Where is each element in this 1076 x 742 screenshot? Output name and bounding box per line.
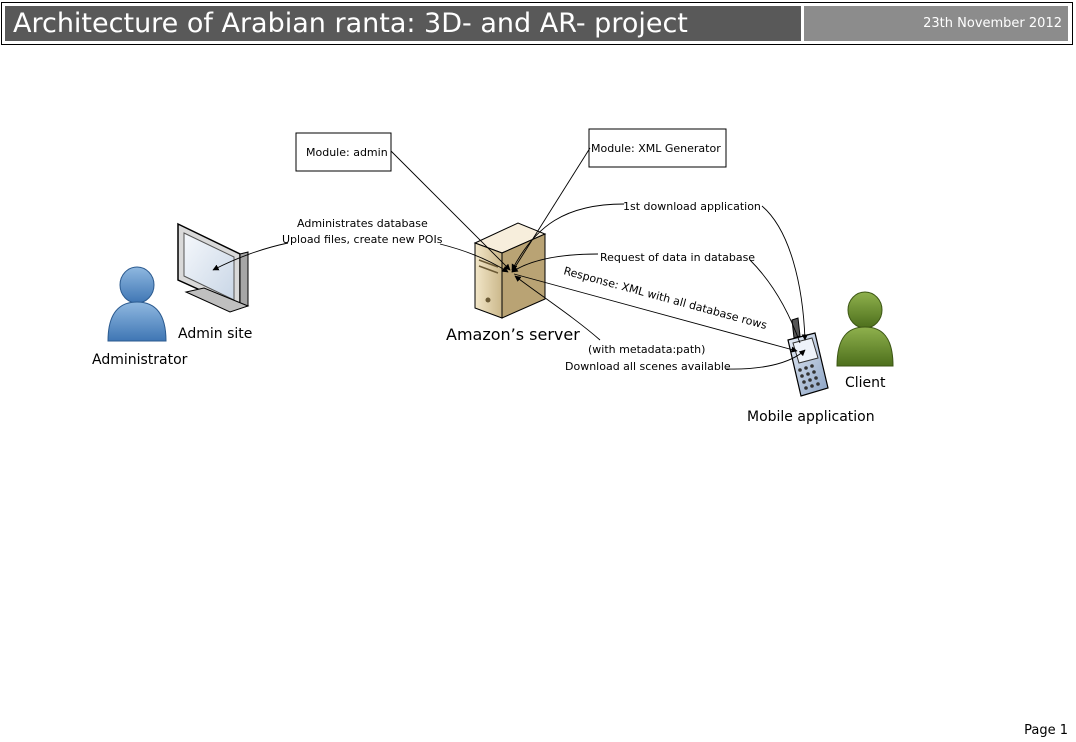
download-scenes-label-line2: Download all scenes available	[565, 360, 731, 373]
title-bar: Architecture of Arabian ranta: 3D- and A…	[5, 6, 801, 41]
date-label: 23th November 2012	[923, 16, 1062, 31]
module-xml-generator-box: Module: XML Generator	[588, 128, 727, 168]
connector-module-admin	[390, 150, 511, 271]
administrates-label-line1: Administrates database	[297, 217, 428, 230]
connector-download-scenes-server	[514, 275, 601, 341]
module-admin-box: Module: admin	[295, 132, 392, 172]
response-xml-label: Response: XML with all database rows	[562, 264, 768, 332]
first-download-label: 1st download application	[623, 200, 761, 213]
client-person-icon	[836, 291, 894, 367]
connector-admin-site	[212, 242, 289, 271]
connector-first-download-server	[511, 203, 625, 271]
mobile-phone-icon	[787, 317, 829, 397]
connector-download-scenes-client	[725, 349, 806, 370]
page-number: Page 1	[1024, 723, 1068, 738]
header: Architecture of Arabian ranta: 3D- and A…	[1, 2, 1073, 45]
client-label: Client	[845, 375, 886, 391]
module-xml-generator-label: Module: XML Generator	[591, 142, 721, 155]
administrates-label-line2: Upload files, create new POIs	[282, 233, 443, 246]
connector-module-xml	[511, 147, 591, 273]
page-title: Architecture of Arabian ranta: 3D- and A…	[13, 8, 688, 39]
date-bar: 23th November 2012	[804, 6, 1068, 41]
administrator-label: Administrator	[92, 352, 188, 368]
download-scenes-label-line1: (with metadata:path)	[588, 343, 705, 356]
module-admin-label: Module: admin	[306, 146, 388, 159]
connector-first-download-client	[761, 205, 808, 341]
server-icon	[473, 222, 547, 319]
connector-response-xml	[513, 273, 798, 353]
administrator-person-icon	[107, 266, 167, 342]
server-label: Amazon’s server	[446, 325, 580, 344]
connector-request-data-server	[511, 253, 599, 273]
admin-site-label: Admin site	[178, 326, 252, 342]
monitor-icon	[177, 222, 250, 313]
connector-admin-server	[439, 243, 509, 273]
request-data-label: Request of data in database	[600, 251, 755, 264]
connector-request-data-client	[749, 259, 801, 344]
mobile-application-label: Mobile application	[747, 409, 875, 425]
